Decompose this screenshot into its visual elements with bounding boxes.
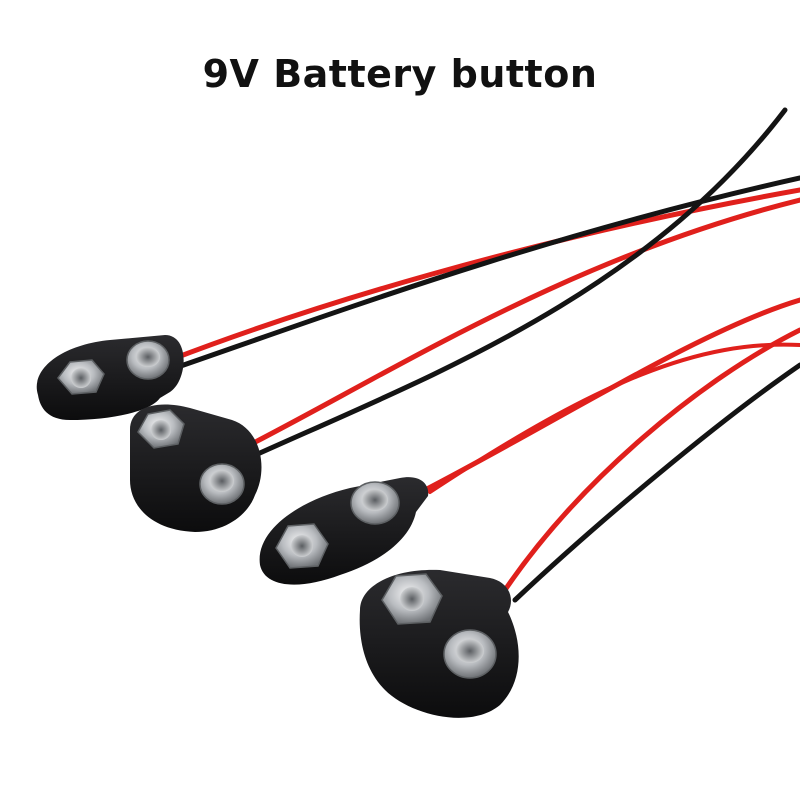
- black-wire-4: [512, 362, 800, 603]
- battery-snap-1: [36, 335, 184, 420]
- black-wire-2: [237, 107, 788, 465]
- page-title: 9V Battery button: [202, 52, 598, 96]
- red-wire-4: [502, 327, 800, 593]
- red-wire-3b: [428, 342, 800, 494]
- wires: [167, 107, 800, 603]
- battery-snap-4: [359, 569, 519, 718]
- black-wire-1: [172, 175, 800, 371]
- battery-snap-3: [259, 477, 429, 585]
- battery-snap-2: [130, 404, 262, 532]
- red-wire-2: [227, 197, 800, 458]
